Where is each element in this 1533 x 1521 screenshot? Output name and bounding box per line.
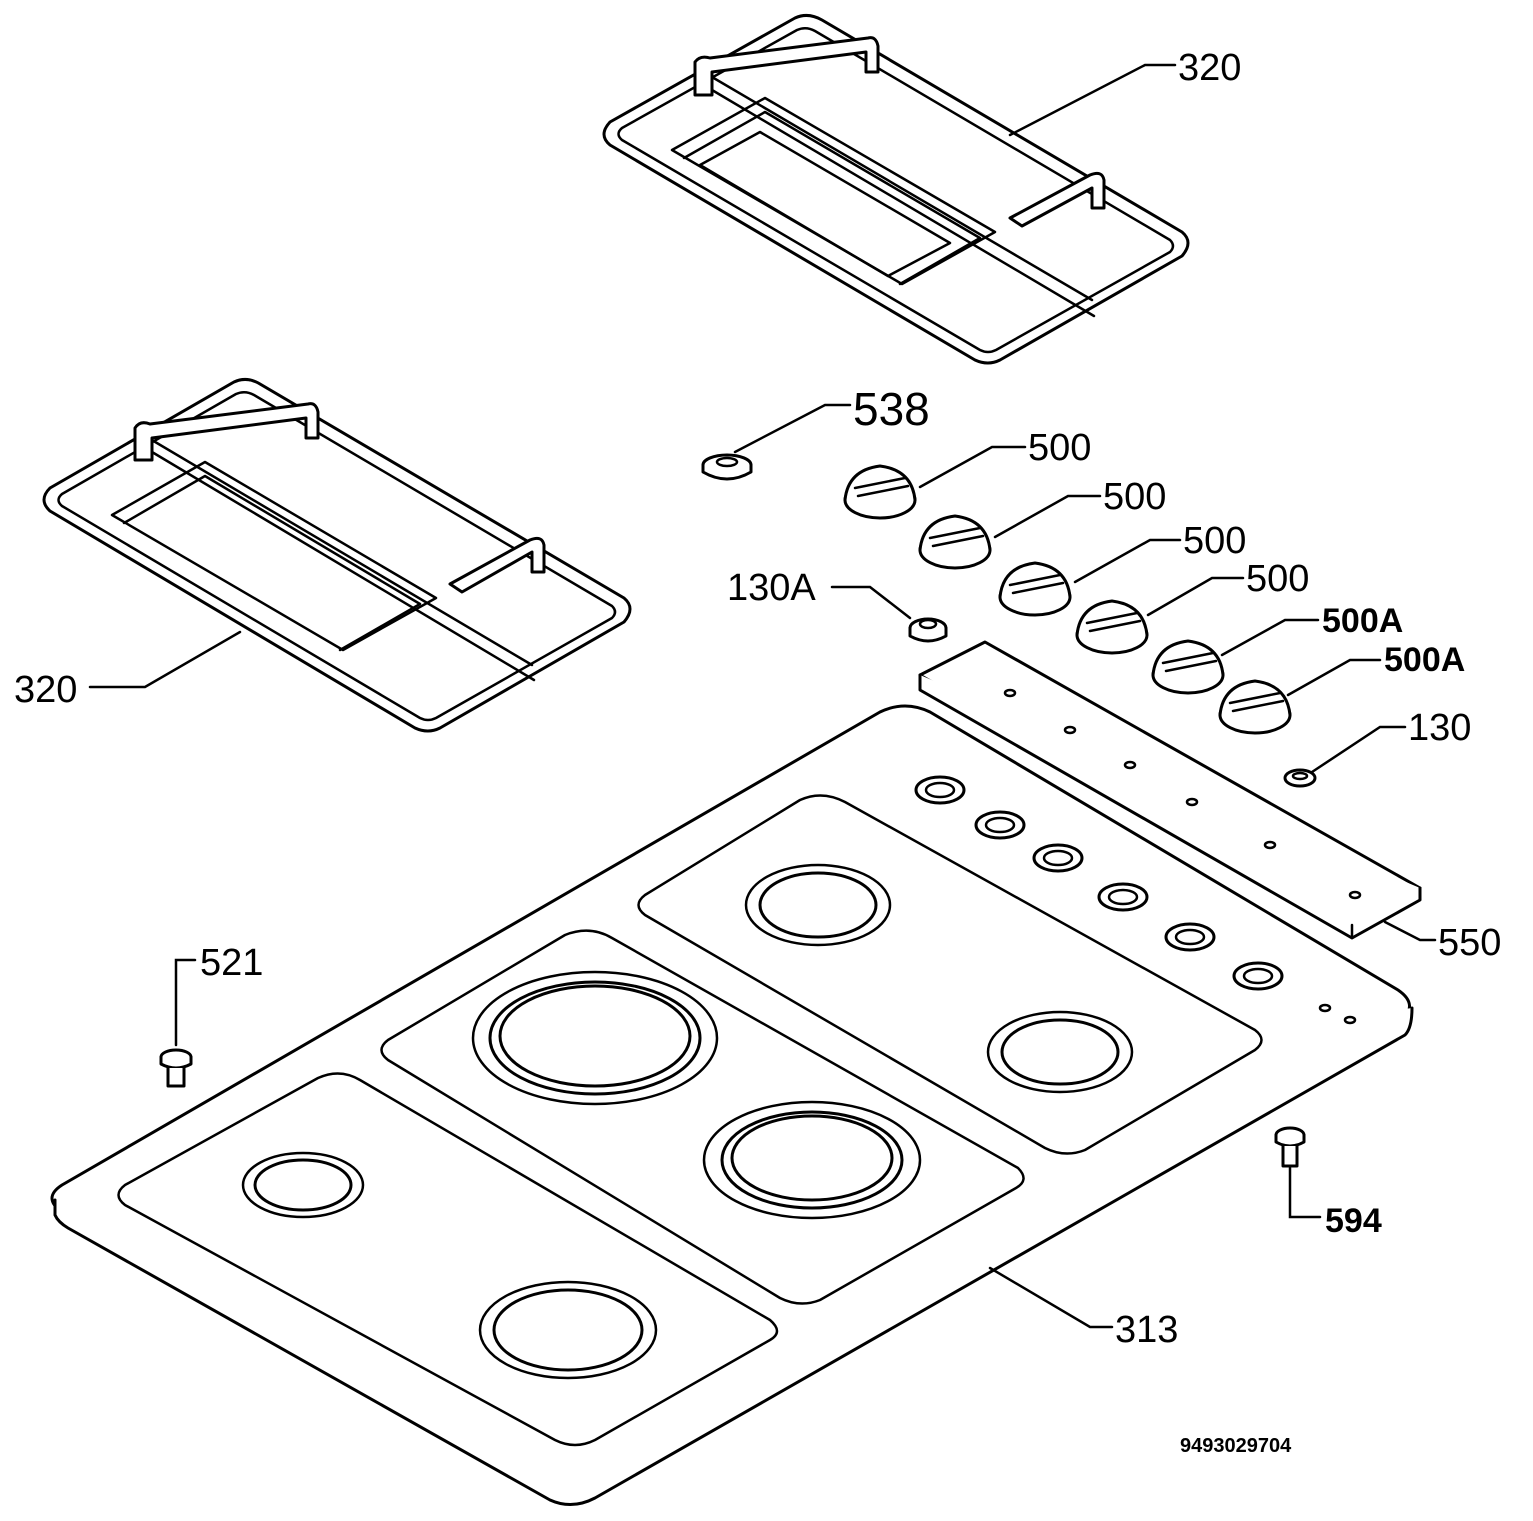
pan-support-grate-top	[602, 13, 1190, 365]
hob-top-panel	[50, 704, 1414, 1506]
callout-control-strip: 550	[1438, 922, 1501, 964]
callout-hob-panel: 313	[1115, 1309, 1178, 1351]
callout-knob-1: 500	[1028, 427, 1091, 469]
callout-knob-4: 500	[1246, 558, 1309, 600]
callout-grommet-left: 130A	[727, 567, 816, 609]
callout-knob-5: 500A	[1322, 602, 1403, 640]
control-knob-1	[843, 464, 917, 520]
blanking-plug	[701, 453, 753, 481]
screw-521	[159, 1048, 193, 1088]
control-knob-5	[1151, 639, 1225, 695]
control-knob-4	[1075, 599, 1149, 655]
callout-knob-3: 500	[1183, 520, 1246, 562]
grommet-130a	[908, 617, 948, 643]
callout-screw-left: 521	[200, 942, 263, 984]
callout-knob-2: 500	[1103, 476, 1166, 518]
document-number: 9493029704	[1180, 1435, 1292, 1457]
leader-lines	[88, 63, 1437, 1329]
control-knob-2	[918, 514, 992, 570]
callout-grommet-right: 130	[1408, 707, 1471, 749]
callout-screw-right: 594	[1325, 1202, 1382, 1240]
callout-grate-left: 320	[14, 669, 77, 711]
pan-support-grate-left	[42, 377, 632, 733]
callout-grate-top: 320	[1178, 47, 1241, 89]
grommet-130	[1283, 768, 1317, 788]
screw-594	[1274, 1126, 1306, 1168]
control-knob-6	[1218, 679, 1292, 735]
control-knob-3	[998, 561, 1072, 617]
callout-plug: 538	[853, 383, 930, 435]
callout-knob-6: 500A	[1384, 641, 1465, 679]
control-panel-strip	[918, 640, 1422, 940]
